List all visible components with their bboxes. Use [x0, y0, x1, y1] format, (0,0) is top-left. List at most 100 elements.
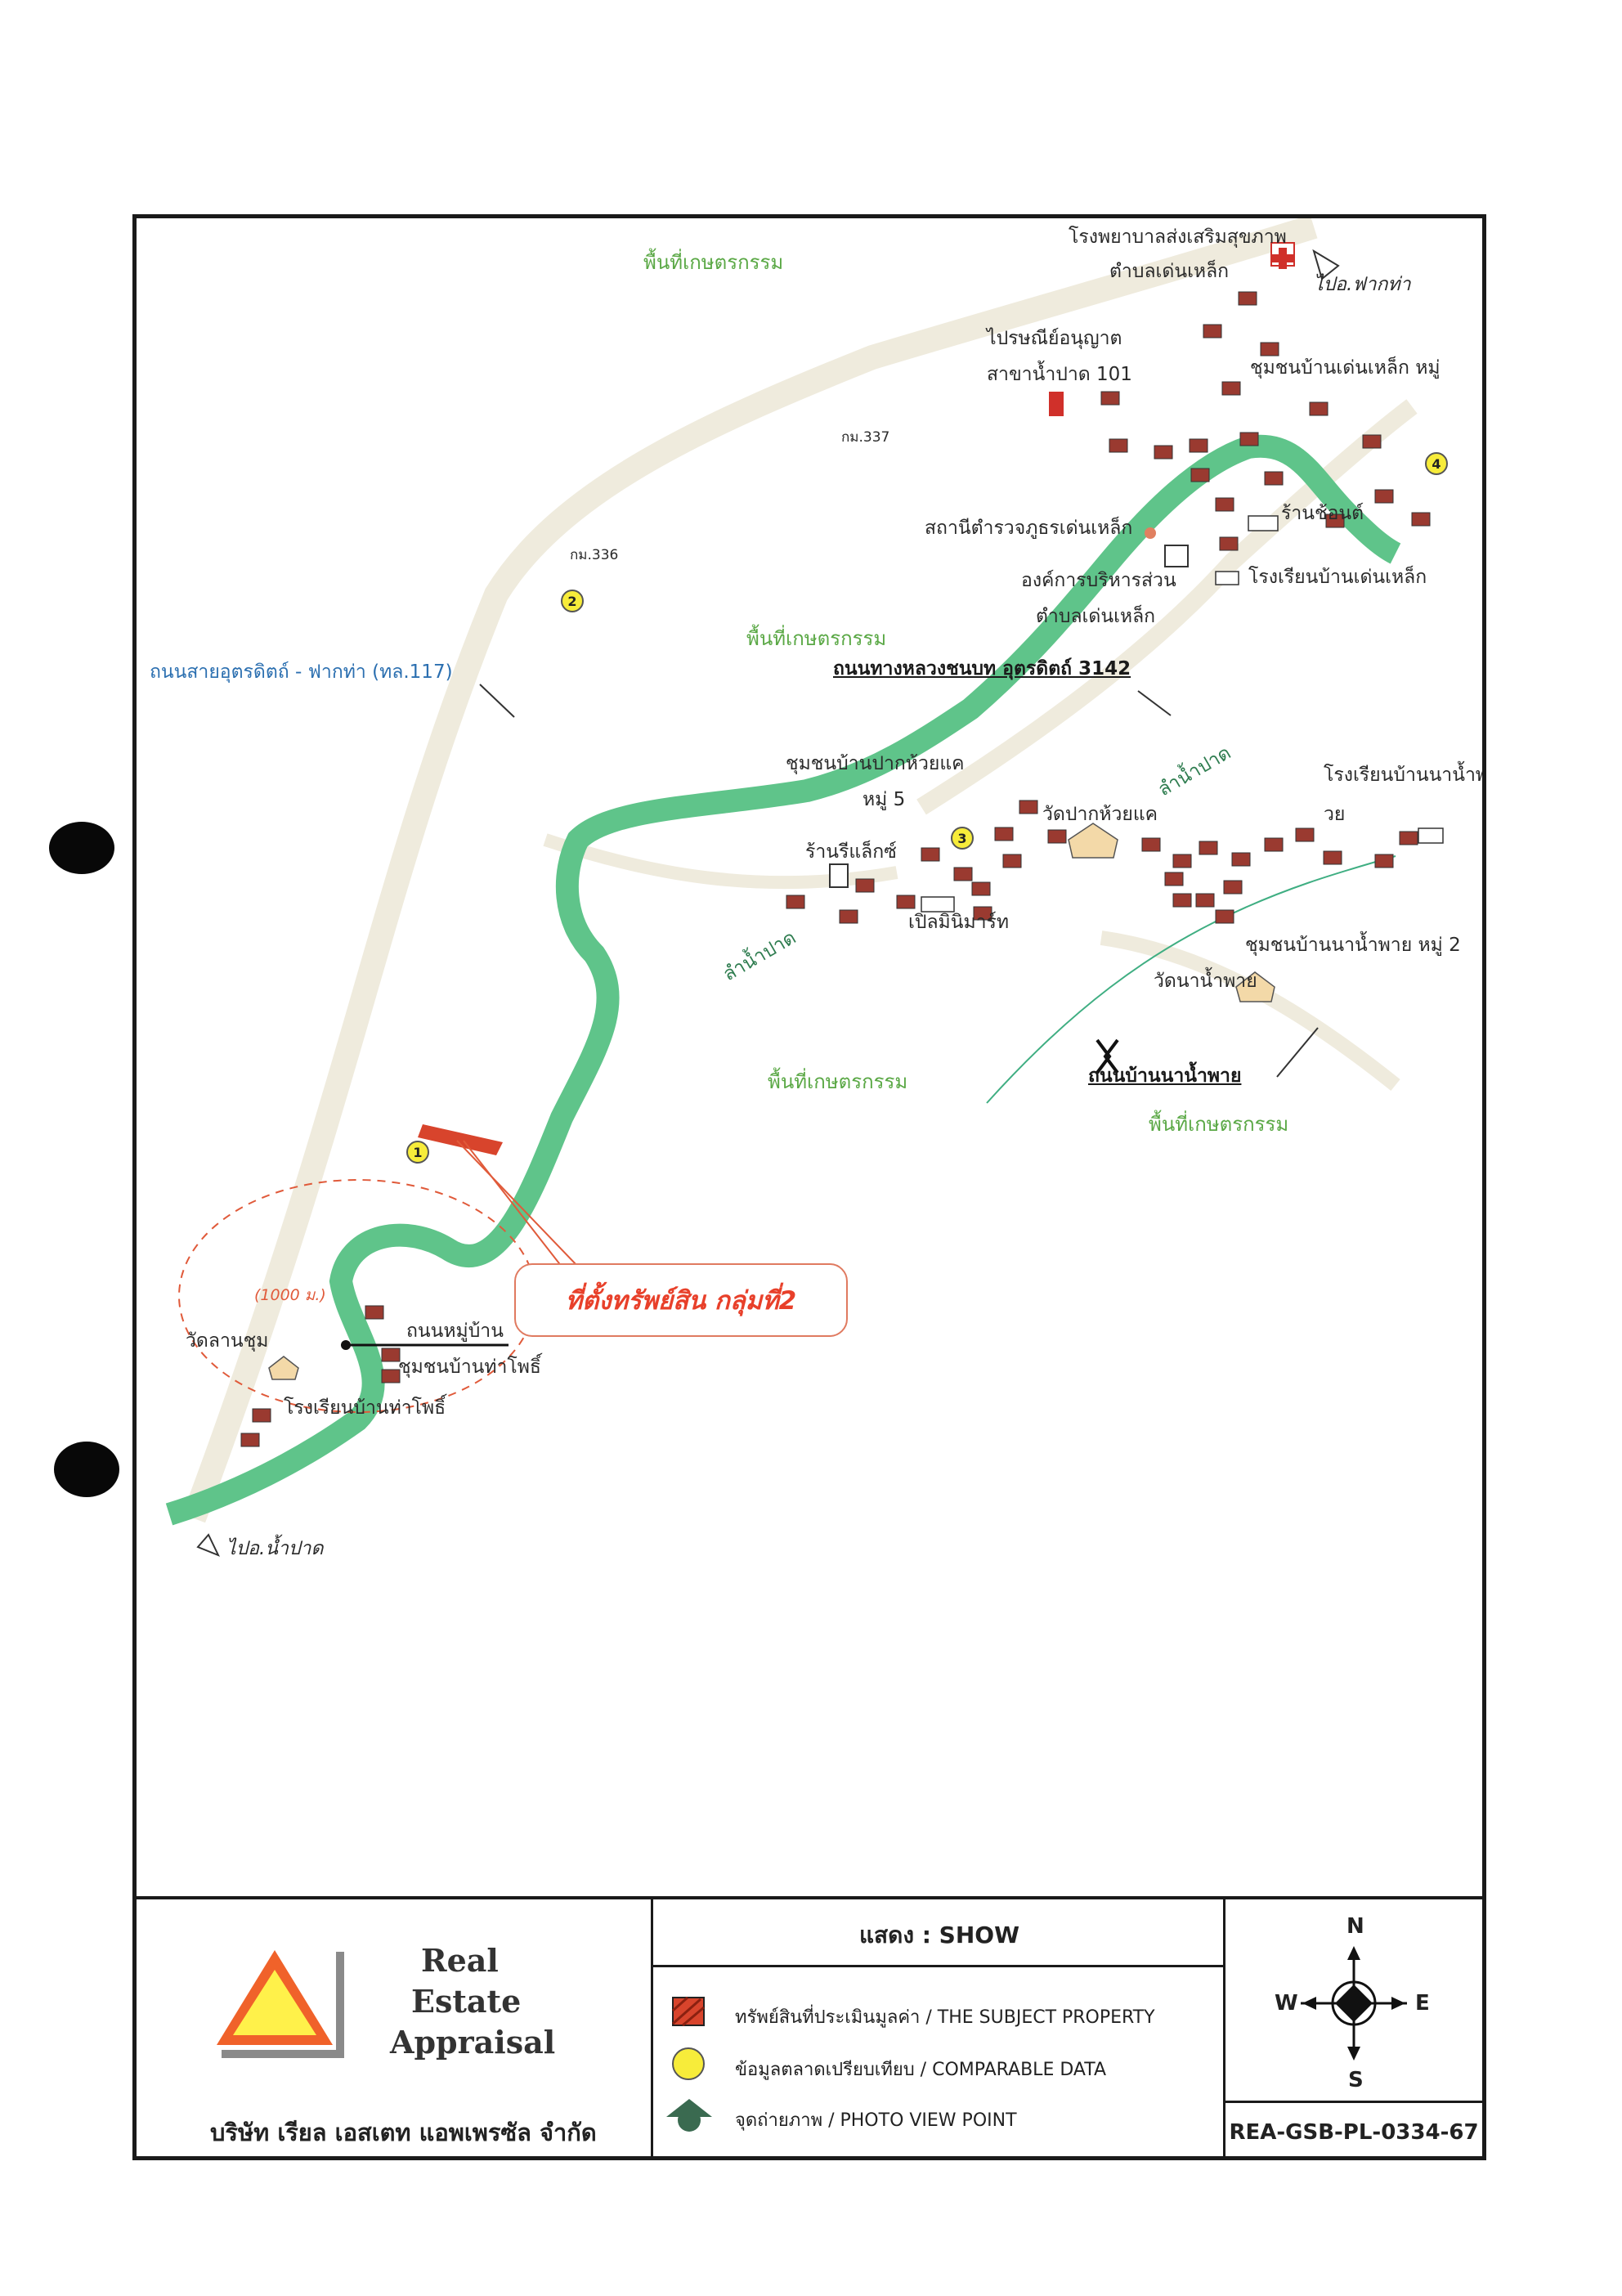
comparable-marker-4: 4: [1425, 452, 1448, 475]
comparable-number-3: 3: [957, 831, 966, 846]
legend-divider: [653, 1965, 1225, 1967]
subject-property-icon: [672, 1996, 705, 2027]
govt-office-icon: [1164, 545, 1189, 567]
photo-view-arrow-fak-tha: [1312, 249, 1340, 280]
distance-label: (1000 ม.): [254, 1286, 326, 1304]
house-icon: [1109, 438, 1128, 453]
house-icon: [1019, 800, 1038, 814]
house-icon: [1374, 854, 1394, 868]
legend-title: แสดง : SHOW: [859, 1922, 1019, 1948]
comparable-marker-3: 3: [951, 827, 974, 850]
village-road-label: ถนนหมู่บ้าน: [406, 1321, 504, 1342]
house-icon: [1362, 434, 1382, 449]
house-icon: [839, 909, 858, 924]
punch-hole-top: [49, 822, 114, 874]
callout-leader-2: [463, 1140, 562, 1267]
map-canvas: 1 2 3 4: [165, 218, 1448, 1557]
to-fak-tha-label: ไปอ.ฟากท่า: [1314, 274, 1411, 295]
community-pak-huai-label-2: หมู่ 5: [863, 789, 906, 810]
house-icon: [786, 895, 805, 909]
house-icon: [1411, 512, 1431, 527]
legend-comparable-text: ข้อมูลตลาดเปรียบเทียบ / COMPARABLE DATA: [735, 2060, 1107, 2080]
company-name: บริษัท เรียล เอสเตท แอพเพรซัล จำกัด: [210, 2119, 597, 2146]
brand-line-2: Estate: [411, 1983, 522, 2020]
restaurant-icon: [829, 863, 849, 888]
house-icons: [240, 291, 1431, 1447]
wat-lan-chum-label: วัดลานชุม: [186, 1330, 269, 1352]
callout-leader-1: [456, 1140, 579, 1267]
comparable-number-2: 2: [567, 594, 576, 609]
house-icon: [1221, 381, 1241, 396]
house-icon: [252, 1408, 271, 1423]
house-icon: [921, 847, 940, 862]
agri-area-label-right: พื้นที่เกษตรกรรม: [1149, 1113, 1289, 1136]
house-icon: [994, 827, 1014, 841]
house-icon: [1325, 513, 1345, 528]
arrow-road-3142: [1137, 690, 1172, 716]
house-icon: [1223, 880, 1243, 895]
bridge-marker: [1096, 1038, 1119, 1074]
community-na-nam-label: ชุมชนบ้านนาน้ำพาย หมู่ 2: [1245, 935, 1461, 956]
shop-icon-top: [1248, 515, 1279, 531]
house-icon: [1239, 432, 1259, 446]
map-frame: 1 2 3 4: [132, 214, 1486, 2160]
community-tha-pho-label: ชุมชนบ้านท่าโพธิ์: [398, 1357, 541, 1378]
house-icon: [953, 867, 973, 881]
rural-road-3142: [916, 399, 1418, 815]
minimart-label: เปิลมินิมาร์ท: [908, 912, 1010, 933]
comparable-marker-1: 1: [406, 1141, 429, 1164]
school-tha-pho-label: โรงเรียนบ้านท่าโพธิ์: [284, 1397, 446, 1419]
legend-photo-text: จุดถ่ายภาพ / PHOTO VIEW POINT: [735, 2110, 1017, 2131]
comparable-number-4: 4: [1432, 456, 1441, 472]
house-icon: [365, 1305, 384, 1320]
post-office-label-1: ไปรษณีย์อนุญาต: [987, 328, 1122, 349]
house-icon: [1219, 536, 1239, 551]
photo-view-point-icon: [666, 2099, 712, 2132]
photo-view-arrow-nam-pat: [196, 1533, 221, 1557]
brand-line-1: Real: [421, 1942, 499, 1979]
school-den-lek-label: โรงเรียนบ้านเด่นเหล็ก: [1248, 567, 1427, 588]
tao-label-1: องค์การบริหารส่วน: [1021, 570, 1176, 591]
house-icon: [1374, 489, 1394, 504]
compass-east: E: [1415, 1991, 1430, 2016]
police-station-icon: [1145, 527, 1156, 539]
house-icon: [971, 881, 991, 896]
to-nam-pat-label: ไปอ.น้ำปาด: [226, 1538, 324, 1559]
tao-label-2: ตำบลเด่นเหล็ก: [1036, 606, 1156, 627]
road-117-label: ถนนสายอุตรดิตถ์ - ฟากท่า (ทล.117): [150, 661, 453, 683]
house-icon: [1231, 852, 1251, 867]
post-office-label-2: สาขาน้ำปาด 101: [987, 364, 1132, 385]
house-icon: [1238, 291, 1257, 306]
house-icon: [1215, 497, 1234, 512]
hospital-cross: [1272, 248, 1293, 269]
shop-top-label: ร้านช้อนต์: [1281, 503, 1364, 524]
community-pak-huai-label-1: ชุมชนบ้านปากห้วยแค: [786, 753, 965, 774]
compass-west: W: [1275, 1991, 1298, 2016]
house-icon: [896, 895, 916, 909]
house-icon: [1047, 829, 1067, 844]
agri-area-label-mid: พื้นที่เกษตรกรรม: [746, 627, 887, 650]
km-336-label: กม.336: [570, 547, 619, 563]
house-icon: [381, 1348, 401, 1362]
house-icon: [1190, 468, 1210, 482]
school-icon-na-nam: [1418, 827, 1444, 844]
house-icon: [855, 878, 875, 893]
school-na-nam-label-1: โรงเรียนบ้านนาน้ำพ: [1324, 765, 1486, 786]
km-337-label: กม.337: [841, 429, 890, 446]
house-icon: [1309, 401, 1329, 416]
stream-line: [986, 855, 1396, 1104]
subject-property-parcel: [418, 1124, 503, 1155]
post-box-icon: [1049, 392, 1064, 416]
house-icon: [1215, 909, 1234, 924]
subject-property-callout: ที่ตั้งทรัพย์สิน กลุ่มที่2: [514, 1263, 848, 1337]
village-road-dot: [341, 1340, 351, 1350]
highway-117-road: [181, 218, 1318, 1523]
house-icon: [1154, 445, 1173, 460]
comparable-number-1: 1: [413, 1145, 422, 1160]
house-icon: [1100, 391, 1120, 406]
agri-area-label-top: พื้นที่เกษตรกรรม: [643, 251, 784, 274]
house-icon: [973, 906, 992, 921]
legend-panel: Real Estate Appraisal บริษัท เรียล เอสเต…: [137, 1896, 1482, 2156]
house-icon: [1264, 471, 1284, 486]
